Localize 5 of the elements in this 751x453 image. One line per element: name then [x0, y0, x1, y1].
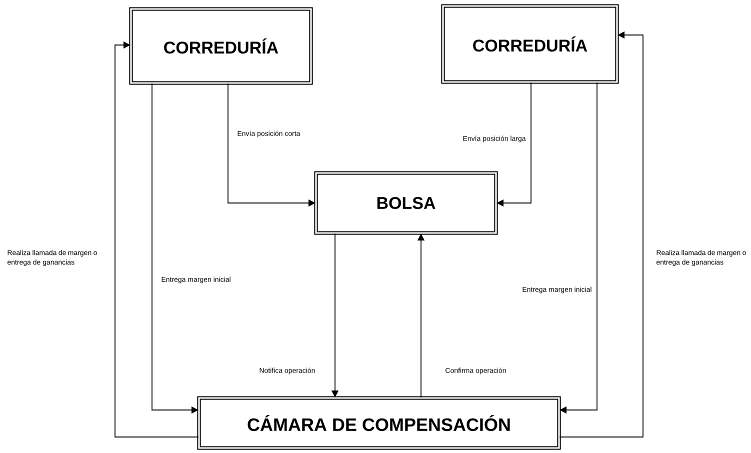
process-box: CÁMARA DE COMPENSACIÓN	[197, 396, 561, 450]
arrow	[114, 41, 199, 438]
process-box: CORREDURÍA	[441, 4, 619, 84]
process-box: CORREDURÍA	[129, 7, 313, 85]
process-box: BOLSA	[314, 171, 498, 235]
